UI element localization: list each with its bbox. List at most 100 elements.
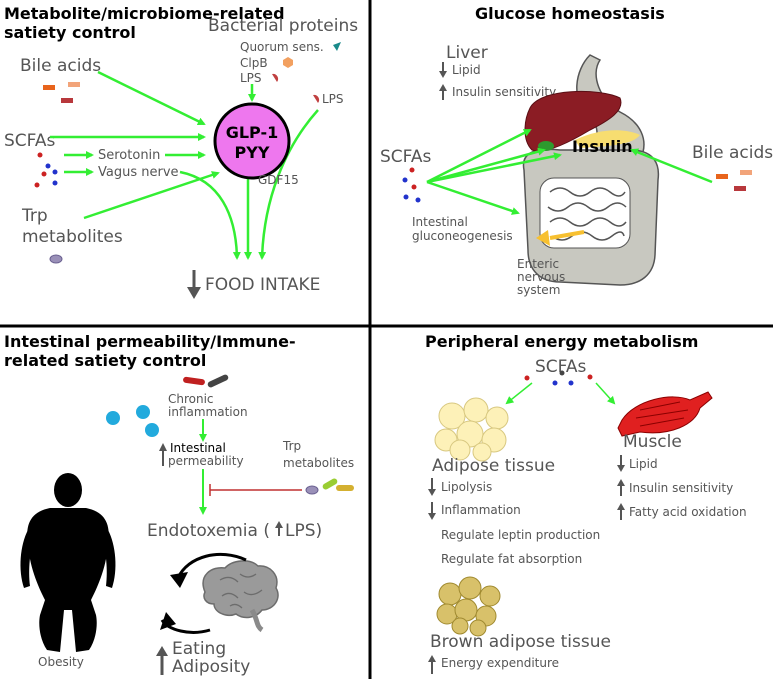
down-arrow-icon bbox=[428, 502, 436, 520]
fat-absorption-label: Regulate fat absorption bbox=[441, 552, 582, 566]
bile-acids-icon bbox=[43, 82, 80, 103]
intestinal-permeability-label-1: Intestinal bbox=[170, 441, 226, 455]
vagus-nerve-label: Vagus nerve bbox=[98, 165, 179, 180]
liver-lipid-label: Lipid bbox=[452, 63, 481, 77]
intestinal-gluconeogenesis-label-1: Intestinal bbox=[412, 215, 468, 229]
down-arrow-icon bbox=[617, 455, 625, 472]
glucose-bile-acids-label: Bile acids bbox=[692, 143, 773, 163]
panel-peripheral-metabolism: Peripheral energy metabolism SCFAs Muscl… bbox=[425, 332, 747, 674]
lps-icon bbox=[272, 73, 279, 82]
scfas-label: SCFAs bbox=[4, 131, 56, 151]
gdf15-label: GDF15 bbox=[258, 173, 299, 187]
fatty-acid-label: Fatty acid oxidation bbox=[629, 505, 747, 519]
glucose-scfas-label: SCFAs bbox=[380, 147, 432, 167]
up-arrow-icon bbox=[159, 443, 167, 466]
cycle-arrowhead-icon bbox=[170, 572, 188, 588]
chronic-inflammation-label-1: Chronic bbox=[168, 392, 214, 406]
cocci-icon bbox=[106, 405, 159, 437]
scfa-molecules-icon bbox=[402, 167, 421, 203]
brown-adipose-label: Brown adipose tissue bbox=[430, 632, 611, 652]
scfa-molecules-icon bbox=[34, 152, 58, 188]
energy-expenditure-label: Energy expenditure bbox=[441, 656, 559, 670]
adipose-label: Adipose tissue bbox=[432, 456, 555, 476]
lps-icon-2 bbox=[313, 94, 320, 103]
liver-label: Liver bbox=[446, 43, 488, 63]
permeability-title-line1: Intestinal permeability/Immune- bbox=[4, 332, 296, 351]
adipose-inflammation-label: Inflammation bbox=[441, 503, 521, 517]
panel-title-line2: satiety control bbox=[4, 23, 136, 42]
panel-glucose-homeostasis: Glucose homeostasis Liver Lipid Insulin … bbox=[380, 4, 773, 297]
trp-molecules-icon bbox=[305, 478, 354, 495]
panel-title-line1: Metabolite/microbiome-related bbox=[4, 4, 285, 23]
enteric-arrowhead-icon bbox=[536, 230, 550, 246]
lps-label-2: LPS bbox=[322, 92, 344, 106]
liver-icon bbox=[524, 91, 622, 152]
lipolysis-label: Lipolysis bbox=[441, 480, 492, 494]
pyy-label: PYY bbox=[235, 143, 270, 162]
permeability-title-line2: related satiety control bbox=[4, 351, 206, 370]
serotonin-label: Serotonin bbox=[98, 148, 160, 163]
food-intake-label: FOOD INTAKE bbox=[205, 275, 320, 295]
brain-icon bbox=[202, 560, 279, 633]
endotoxemia-prefix: Endotoxemia ( bbox=[147, 521, 270, 541]
liver-insulin-sensitivity-label: Insulin sensitivity bbox=[452, 85, 556, 99]
down-arrow-icon bbox=[439, 62, 447, 78]
panel-intestinal-permeability: Intestinal permeability/Immune- related … bbox=[4, 332, 354, 677]
panel-metabolite-satiety: Metabolite/microbiome-related satiety co… bbox=[4, 4, 358, 299]
muscle-icon bbox=[617, 391, 713, 437]
satiety-arrows bbox=[50, 70, 319, 260]
muscle-label: Muscle bbox=[623, 432, 682, 452]
clpb-icon bbox=[283, 57, 293, 68]
up-arrow-icon bbox=[617, 479, 625, 496]
up-arrow-icon bbox=[617, 503, 625, 520]
glp1-pyy-node bbox=[213, 102, 291, 180]
muscle-lipid-label: Lipid bbox=[629, 457, 658, 471]
clpb-label: ClpB bbox=[240, 56, 268, 70]
trp-molecule-icon bbox=[49, 254, 63, 264]
up-arrow-icon bbox=[275, 521, 283, 536]
up-arrow-icon bbox=[428, 655, 436, 674]
peripheral-title: Peripheral energy metabolism bbox=[425, 332, 698, 351]
obesity-label: Obesity bbox=[38, 655, 84, 669]
brown-fat-cells-icon bbox=[436, 576, 501, 637]
endotoxemia-lps-label: LPS) bbox=[285, 521, 322, 541]
enteric-nervous-system-label-3: system bbox=[517, 283, 560, 297]
eating-label: Eating bbox=[172, 639, 226, 659]
up-arrow-icon bbox=[156, 646, 168, 675]
inhibition-line bbox=[209, 484, 302, 496]
glucose-title: Glucose homeostasis bbox=[475, 4, 665, 23]
bacterial-proteins-label: Bacterial proteins bbox=[208, 16, 358, 36]
bile-acids-icon bbox=[716, 170, 752, 191]
peripheral-scfas-label: SCFAs bbox=[535, 357, 587, 377]
pancreas-icon bbox=[575, 130, 640, 148]
glp1-label: GLP-1 bbox=[226, 123, 279, 142]
adiposity-label: Adiposity bbox=[172, 657, 250, 677]
perm-trp-label-1: Trp bbox=[282, 439, 301, 453]
cycle-arrowhead-icon bbox=[160, 612, 176, 630]
up-arrow-icon bbox=[439, 84, 447, 100]
down-arrow-icon bbox=[187, 270, 201, 299]
peripheral-arrows bbox=[505, 382, 616, 405]
bacteria-rods-icon bbox=[183, 374, 229, 388]
quorum-sensing-label: Quorum sens. bbox=[240, 40, 324, 54]
trp-metabolites-label-2: metabolites bbox=[22, 227, 123, 247]
bile-acids-label: Bile acids bbox=[20, 56, 101, 76]
intestinal-permeability-label-2: permeability bbox=[168, 454, 244, 468]
trp-metabolites-label-1: Trp bbox=[21, 206, 48, 226]
leptin-label: Regulate leptin production bbox=[441, 528, 600, 542]
quorum-sensing-icon bbox=[333, 42, 341, 51]
enteric-arrow-icon bbox=[549, 230, 585, 240]
down-arrow-icon bbox=[428, 478, 436, 496]
insulin-label: Insulin bbox=[572, 137, 633, 156]
gallbladder-icon bbox=[538, 141, 554, 151]
chronic-inflammation-label-2: inflammation bbox=[168, 405, 248, 419]
perm-trp-label-2: metabolites bbox=[283, 456, 354, 470]
intestinal-gluconeogenesis-label-2: gluconeogenesis bbox=[412, 229, 513, 243]
scfa-molecules-icon bbox=[524, 370, 593, 386]
glucose-arrows bbox=[426, 128, 713, 215]
enteric-nervous-system-label-1: Enteric bbox=[517, 257, 559, 271]
lps-label: LPS bbox=[240, 71, 262, 85]
enteric-nervous-system-label-2: nervous bbox=[517, 270, 565, 284]
fat-cells-icon bbox=[434, 397, 509, 462]
